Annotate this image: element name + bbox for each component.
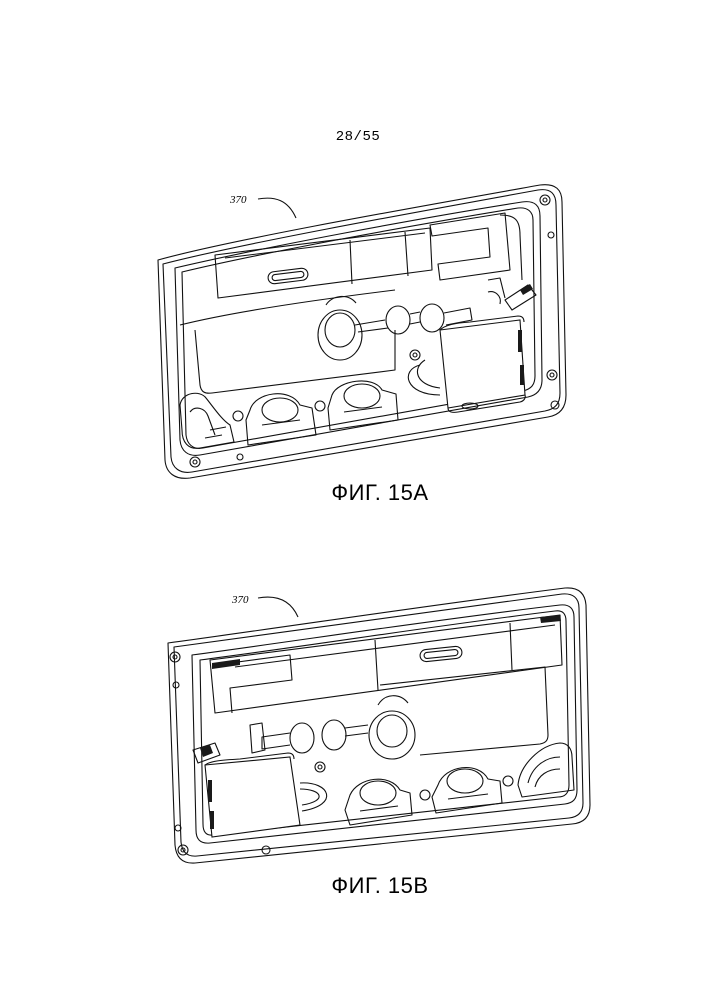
reference-label-15a: 370 [229,194,247,206]
tray-drawing-15b: 370 [0,585,708,875]
tray-drawing-15a: 370 [0,180,708,480]
figure-caption-15b: ФИГ. 15B [0,873,708,899]
figure-15a: 370 [0,180,708,480]
figure-15b: 370 [0,585,708,875]
page-number: 28/55 [0,129,708,145]
figure-caption-15a: ФИГ. 15A [0,480,708,506]
reference-label-15b: 370 [231,594,249,606]
